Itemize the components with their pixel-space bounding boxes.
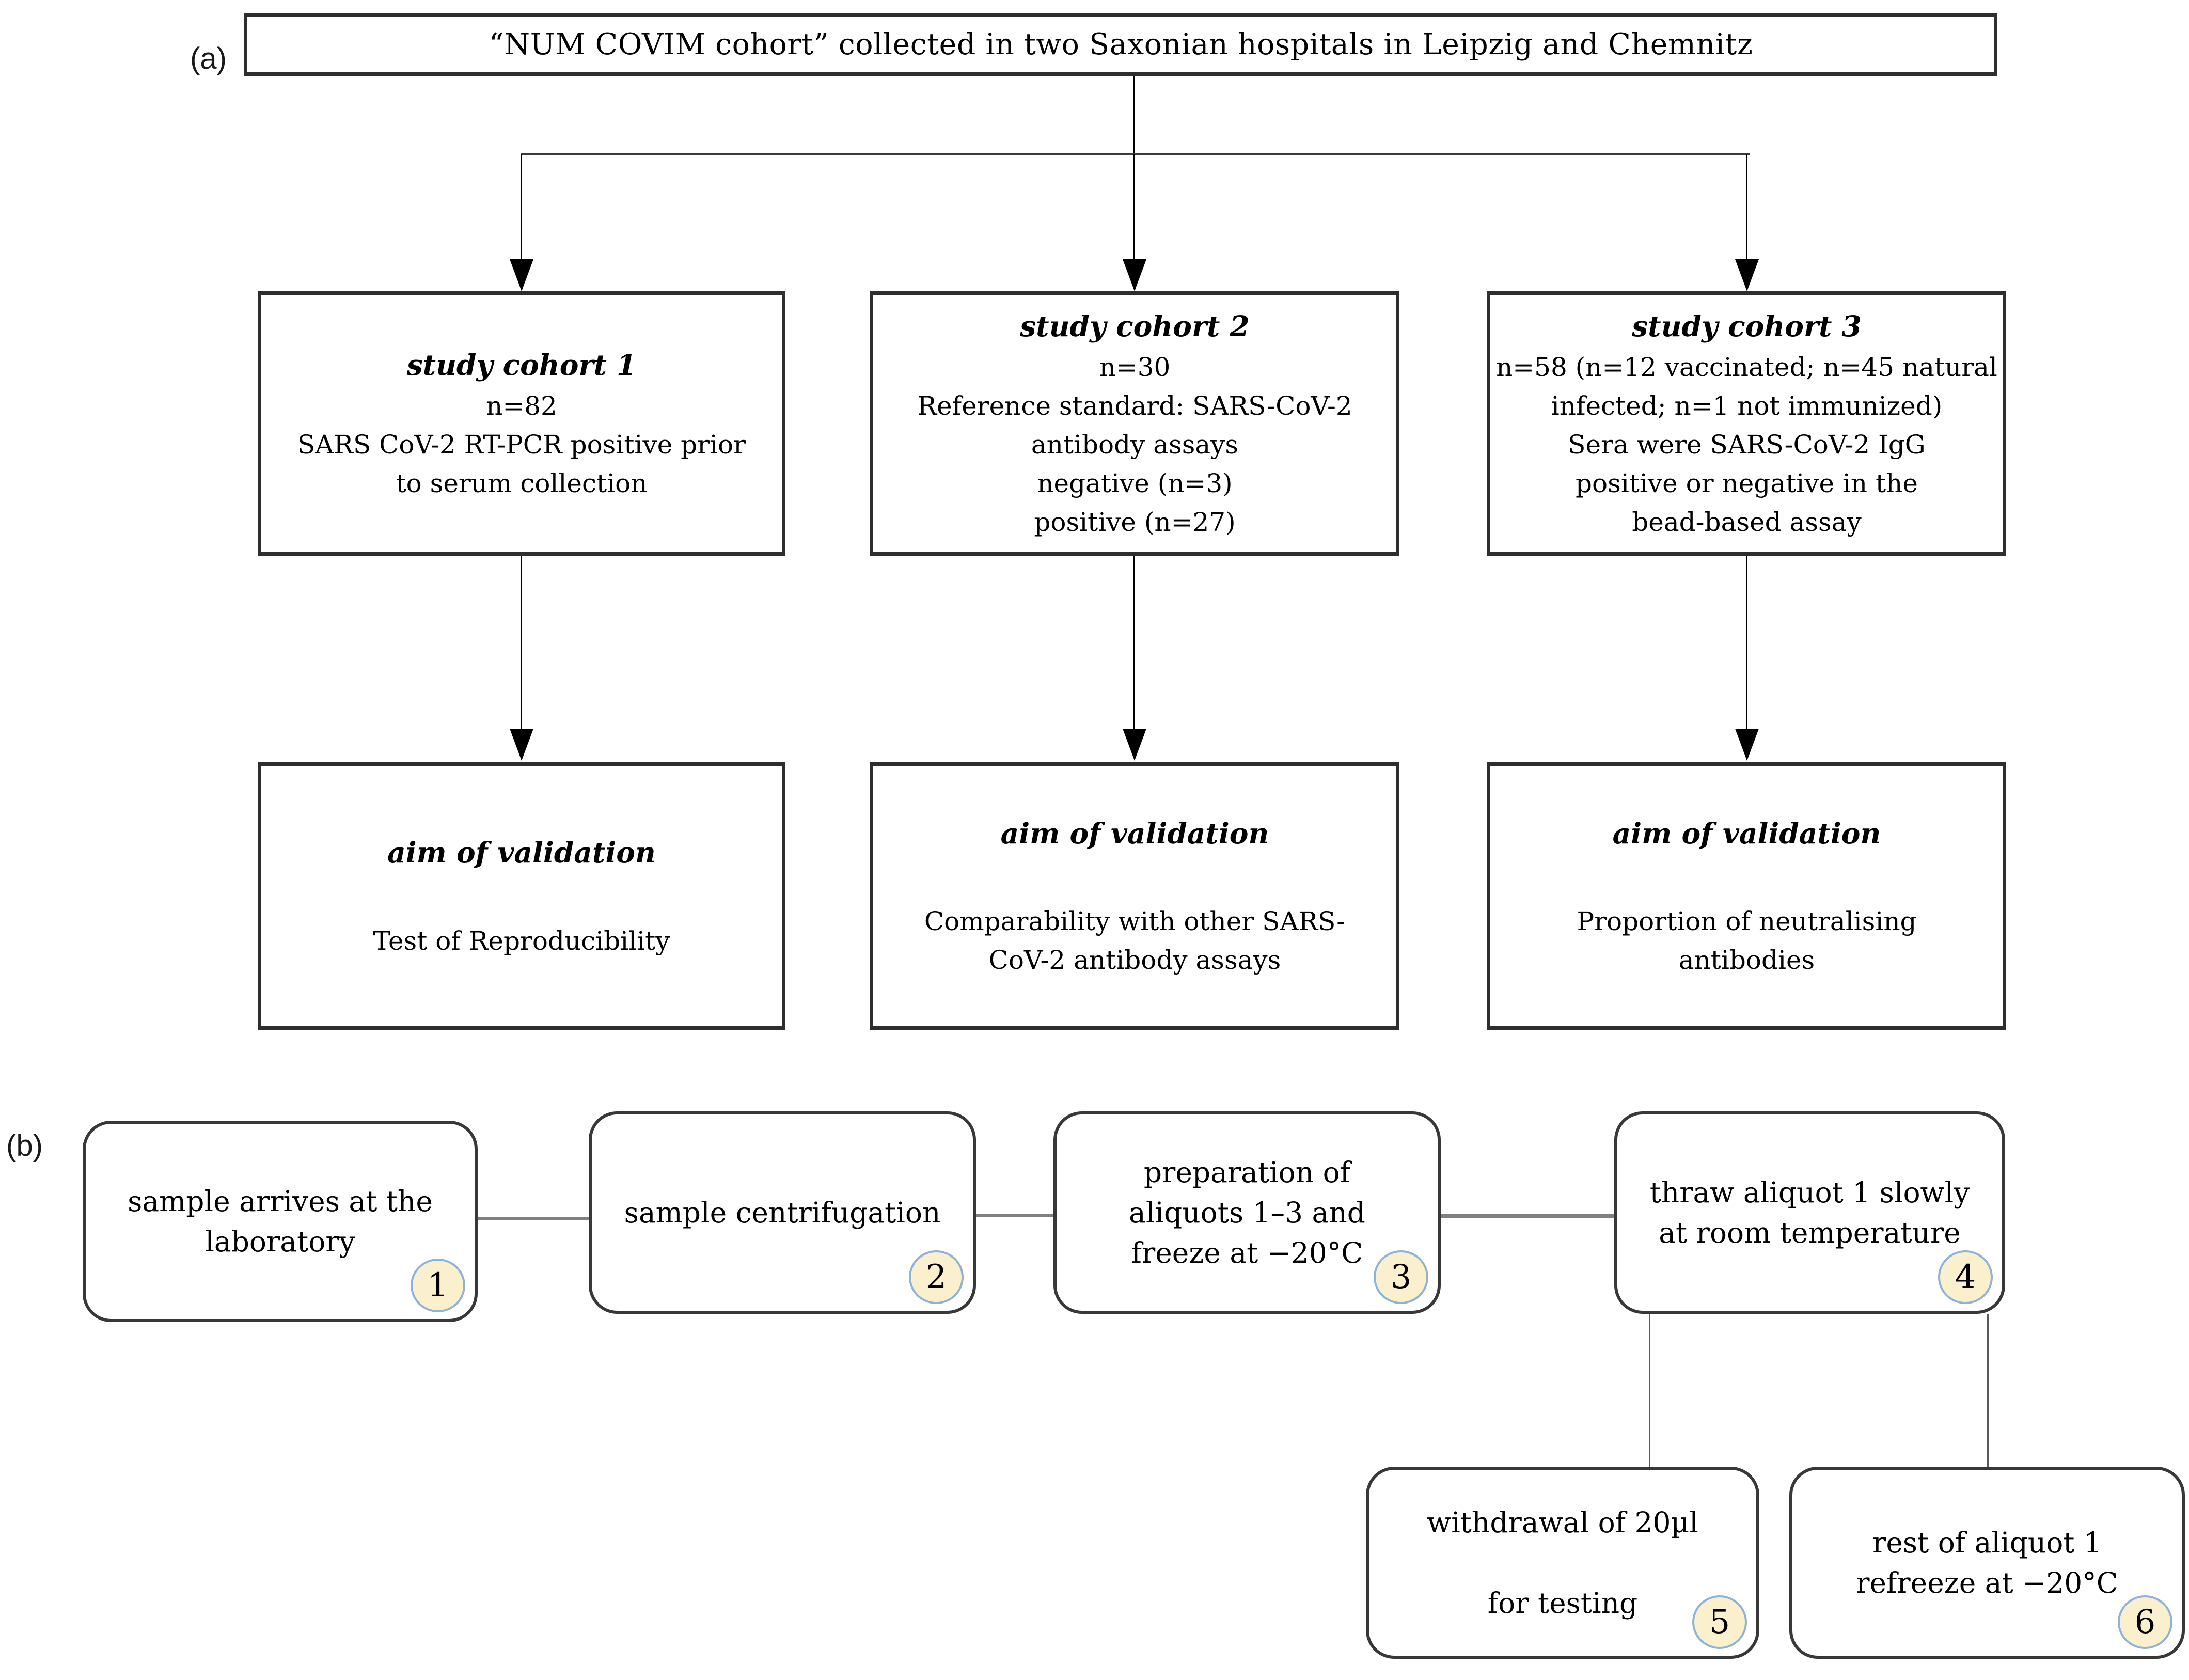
study-cohort-1-box: study cohort 1 n=82 SARS CoV-2 RT-PCR po… xyxy=(258,291,785,556)
study-cohort-3-body: n=58 (n=12 vaccinated; n=45 natural infe… xyxy=(1496,352,1997,537)
arrowhead-cohort2-icon xyxy=(1123,259,1146,291)
arrowhead-cohort1-icon xyxy=(510,259,533,291)
step-6-box: rest of aliquot 1 refreeze at −20°C 6 xyxy=(1789,1467,2185,1659)
arrowhead-aim2-icon xyxy=(1123,729,1146,761)
step-3-text: preparation of aliquots 1–3 and freeze a… xyxy=(1129,1155,1365,1270)
root-cohort-text: “NUM COVIM cohort” collected in two Saxo… xyxy=(489,27,1753,61)
step-5-number: 5 xyxy=(1709,1603,1730,1641)
connector-step4-step6 xyxy=(1987,1314,1989,1467)
panel-b-label: (b) xyxy=(6,1129,43,1163)
study-cohort-1-body: n=82 SARS CoV-2 RT-PCR positive prior to… xyxy=(297,390,746,498)
arrow-line-aim3 xyxy=(1746,556,1747,730)
aim-2-body: Comparability with other SARS- CoV-2 ant… xyxy=(924,906,1346,976)
root-stem-line xyxy=(1133,76,1135,155)
connector-step4-step5 xyxy=(1649,1314,1650,1467)
step-2-number: 2 xyxy=(925,1258,947,1296)
study-cohort-2-title: study cohort 2 xyxy=(1020,309,1250,343)
aim-2-title: aim of validation xyxy=(1000,816,1269,850)
root-cohort-box: “NUM COVIM cohort” collected in two Saxo… xyxy=(244,13,1997,76)
step-4-number-badge: 4 xyxy=(1938,1250,1993,1304)
aim-3-title: aim of validation xyxy=(1612,816,1881,850)
step-4-box: thraw aliquot 1 slowly at room temperatu… xyxy=(1614,1111,2005,1314)
step-6-text: rest of aliquot 1 refreeze at −20°C xyxy=(1856,1526,2118,1599)
branch-line xyxy=(521,153,1750,155)
step-6-number-badge: 6 xyxy=(2118,1595,2172,1649)
step-2-number-badge: 2 xyxy=(909,1250,964,1304)
step-3-number-badge: 3 xyxy=(1374,1250,1428,1304)
step-1-text: sample arrives at the laboratory xyxy=(128,1184,433,1258)
step-4-number: 4 xyxy=(1955,1258,1976,1296)
step-5-number-badge: 5 xyxy=(1692,1595,1747,1649)
step-6-number: 6 xyxy=(2134,1603,2156,1641)
step-5-box: withdrawal of 20µl for testing 5 xyxy=(1366,1467,1759,1659)
study-cohort-3-title: study cohort 3 xyxy=(1632,309,1862,343)
study-cohort-3-box: study cohort 3 n=58 (n=12 vaccinated; n=… xyxy=(1487,291,2006,556)
step-1-number: 1 xyxy=(427,1266,449,1305)
connector-step2-step3 xyxy=(976,1214,1053,1217)
drop-line-cohort3 xyxy=(1746,154,1747,261)
study-cohort-1-title: study cohort 1 xyxy=(406,348,637,382)
step-2-text: sample centrifugation xyxy=(624,1196,941,1229)
aim-1-title: aim of validation xyxy=(387,836,656,870)
step-3-number: 3 xyxy=(1390,1258,1412,1296)
step-1-box: sample arrives at the laboratory 1 xyxy=(83,1121,478,1322)
step-3-box: preparation of aliquots 1–3 and freeze a… xyxy=(1053,1111,1441,1314)
aim-of-validation-2-box: aim of validation Comparability with oth… xyxy=(870,762,1399,1030)
arrow-line-aim2 xyxy=(1133,556,1135,730)
step-5-text: withdrawal of 20µl for testing xyxy=(1427,1505,1698,1620)
study-cohort-2-body: n=30 Reference standard: SARS-CoV-2 anti… xyxy=(917,352,1352,537)
connector-step3-step4 xyxy=(1441,1214,1614,1218)
aim-of-validation-1-box: aim of validation Test of Reproducibilit… xyxy=(258,762,785,1030)
panel-a-label: (a) xyxy=(190,42,227,75)
study-cohort-2-box: study cohort 2 n=30 Reference standard: … xyxy=(870,291,1399,556)
aim-of-validation-3-box: aim of validation Proportion of neutrali… xyxy=(1487,762,2006,1030)
arrowhead-cohort3-icon xyxy=(1735,259,1759,291)
drop-line-cohort2 xyxy=(1133,154,1135,261)
step-4-text: thraw aliquot 1 slowly at room temperatu… xyxy=(1649,1175,1970,1249)
aim-3-body: Proportion of neutralising antibodies xyxy=(1577,906,1917,976)
arrow-line-aim1 xyxy=(521,556,522,730)
aim-1-body: Test of Reproducibility xyxy=(373,925,670,956)
drop-line-cohort1 xyxy=(521,154,522,261)
connector-step1-step2 xyxy=(478,1217,589,1220)
arrowhead-aim3-icon xyxy=(1735,729,1759,761)
step-1-number-badge: 1 xyxy=(411,1259,465,1312)
step-2-box: sample centrifugation 2 xyxy=(589,1111,976,1314)
arrowhead-aim1-icon xyxy=(510,729,533,761)
